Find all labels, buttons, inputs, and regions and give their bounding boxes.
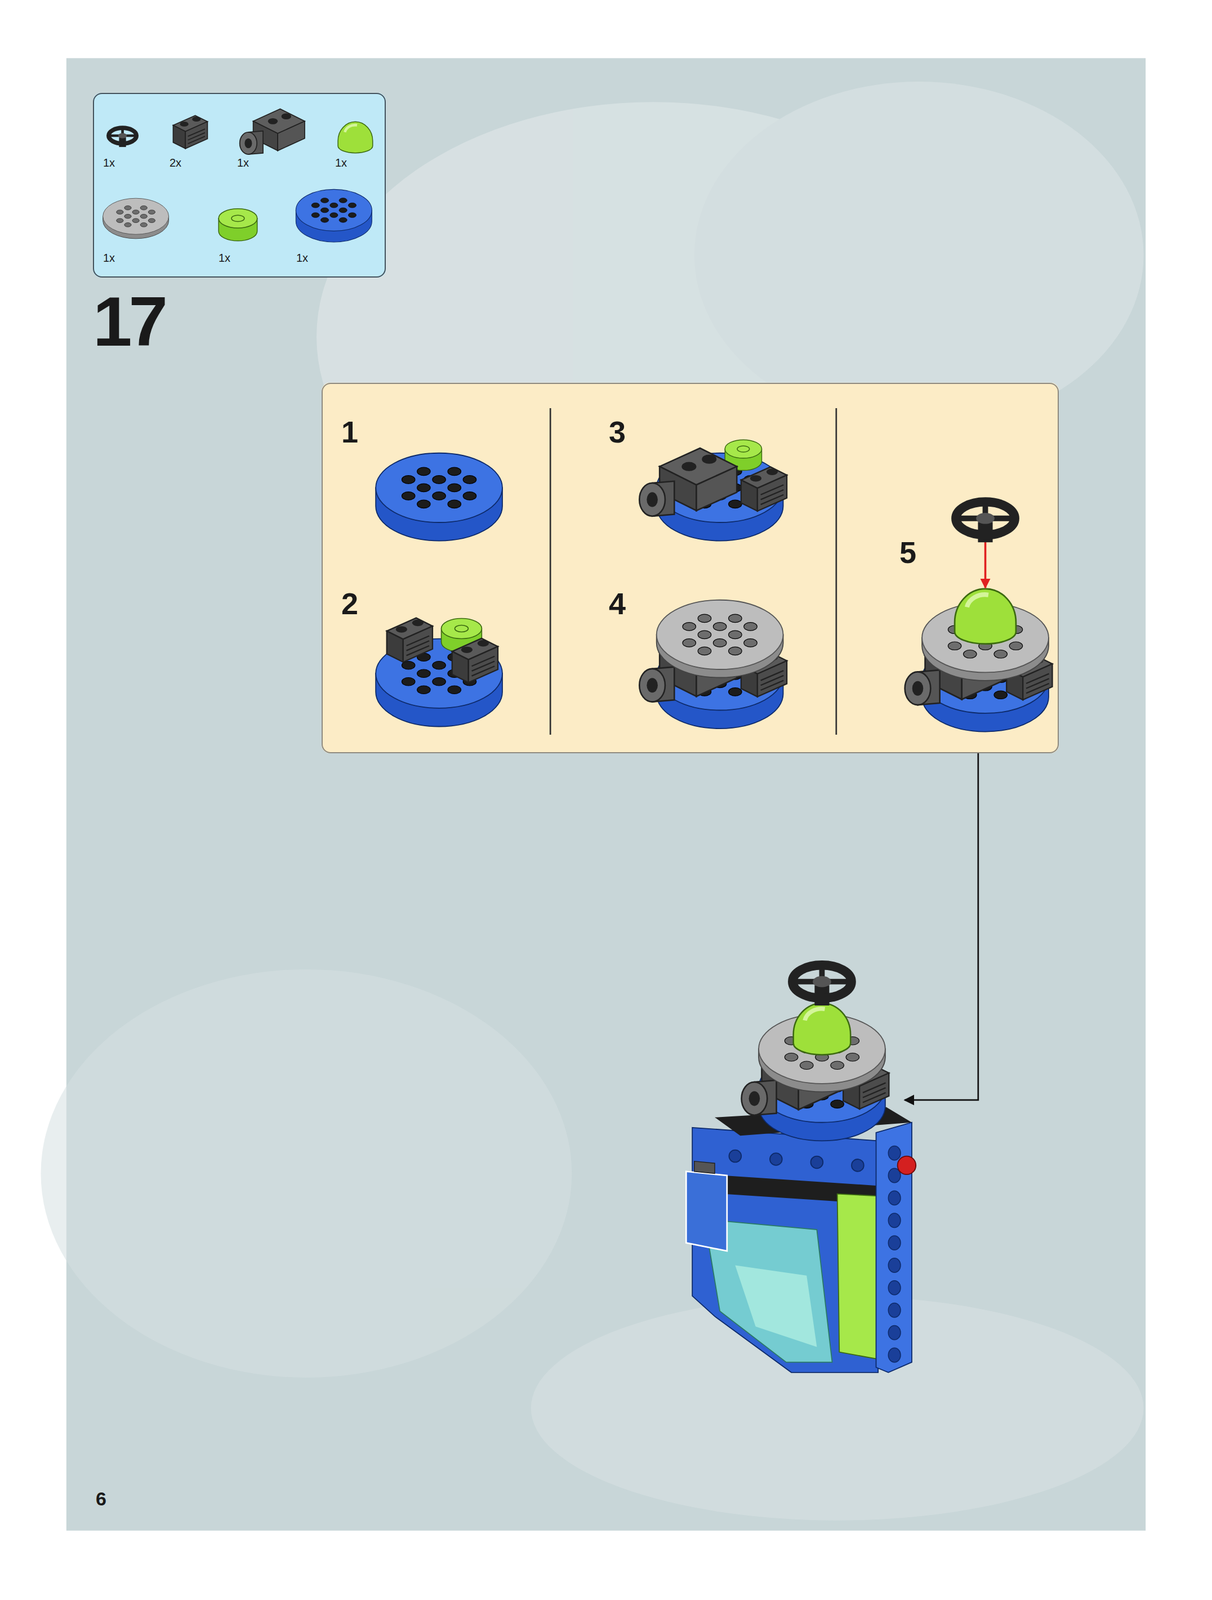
parts-panel-fill xyxy=(92,92,386,278)
substep-assembly xyxy=(639,439,787,541)
beam-hole xyxy=(888,1236,901,1251)
substep-number: 2 xyxy=(341,588,359,619)
dome-piece xyxy=(337,121,373,153)
beam-holes xyxy=(888,1146,901,1363)
step-number: 17 xyxy=(92,286,165,357)
dome-piece xyxy=(954,589,1017,645)
round-brick-piece xyxy=(218,208,258,242)
beam-hole xyxy=(888,1325,901,1340)
model-hole xyxy=(811,1156,824,1170)
beam-hole xyxy=(888,1348,901,1363)
quantity-label: 1x xyxy=(103,252,115,264)
technic-brick-piece xyxy=(639,448,737,517)
grille-brick-piece xyxy=(172,115,208,149)
placement-arrow xyxy=(984,538,987,588)
page-number: 6 xyxy=(95,1489,107,1509)
quantity-label: 1x xyxy=(237,157,249,169)
callout-panel: 1 2 3 4 5 xyxy=(321,382,1059,754)
substep-assembly xyxy=(905,501,1053,732)
callout-divider xyxy=(550,408,837,735)
quantity-label: 2x xyxy=(169,157,182,169)
model-hole xyxy=(728,1150,742,1164)
main-model xyxy=(685,965,916,1374)
parts-list-panel: 1x 2x 1x 1x 1x 1x 1x xyxy=(92,92,386,278)
round-plate-piece xyxy=(103,198,169,239)
beam-hole xyxy=(888,1191,901,1206)
beam-hole xyxy=(888,1258,901,1273)
beam-hole xyxy=(888,1146,901,1161)
mist xyxy=(41,969,573,1379)
steering-wheel-piece xyxy=(108,127,137,147)
substep-number: 5 xyxy=(899,537,917,568)
model-clip xyxy=(694,1161,715,1175)
grille-brick-piece xyxy=(452,638,498,683)
substep-assembly xyxy=(375,453,503,542)
substep-number: 1 xyxy=(341,416,359,448)
mist xyxy=(41,81,1144,1522)
parts-list-pieces xyxy=(103,109,373,243)
round-plate-piece xyxy=(656,600,784,679)
substep-assembly xyxy=(375,618,503,728)
quantity-label: 1x xyxy=(335,157,347,169)
callout-panel-fill xyxy=(321,382,1059,754)
dome-piece xyxy=(793,1003,851,1055)
warning-sticker xyxy=(685,1172,728,1252)
model-hole xyxy=(851,1159,864,1173)
substep-assembly xyxy=(639,600,787,729)
steering-wheel-piece xyxy=(955,501,1015,543)
round-brick-piece xyxy=(295,189,372,243)
substep-number: 4 xyxy=(608,588,626,619)
quantity-label: 1x xyxy=(296,252,309,264)
beam-hole xyxy=(888,1303,901,1318)
model-windscreen-detail xyxy=(734,1266,817,1348)
quantity-label: 1x xyxy=(218,252,231,264)
grille-brick-piece xyxy=(386,618,433,663)
grille-brick-piece xyxy=(741,466,787,511)
steering-wheel-piece xyxy=(792,965,851,1006)
substep-number: 3 xyxy=(608,416,626,448)
beam-hole xyxy=(888,1281,901,1296)
model-hole xyxy=(769,1153,783,1166)
technic-brick-piece xyxy=(239,109,305,155)
beam-hole xyxy=(888,1213,901,1228)
model-holes xyxy=(728,1150,864,1173)
quantity-label: 1x xyxy=(103,157,115,169)
model-lime-panel xyxy=(837,1194,879,1361)
red-pin xyxy=(897,1156,917,1176)
mist xyxy=(694,81,1144,429)
leader-line xyxy=(904,753,979,1101)
